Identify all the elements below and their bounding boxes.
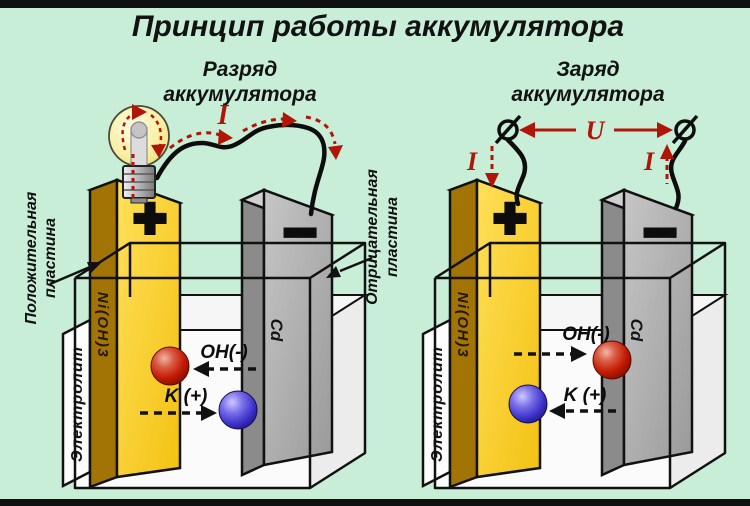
oh-ion-arrowhead bbox=[193, 361, 209, 377]
negative-plate-side bbox=[240, 188, 266, 477]
voltage-arrowhead-left bbox=[519, 122, 535, 138]
terminal-slash-right bbox=[671, 114, 699, 145]
positive-plate-front bbox=[115, 178, 182, 479]
positive-plate-callout: Положительная пластина bbox=[23, 191, 102, 324]
k-ion bbox=[218, 390, 258, 430]
discharge-subtitle-line1: Разряд bbox=[203, 58, 278, 81]
voltage-arrowhead-right bbox=[657, 122, 673, 138]
oh-ion-arrowhead bbox=[571, 346, 587, 362]
callout-arrow-line bbox=[49, 265, 91, 286]
terminal-circle-icon-right bbox=[674, 119, 696, 141]
charge-current-left: I bbox=[466, 146, 499, 188]
tank-wireframe bbox=[73, 241, 367, 490]
charge-diagram: Электролит − Cd + Ni(OH)3 bbox=[421, 178, 729, 490]
charge-k-ion-group: K (+) bbox=[508, 384, 616, 424]
minus-sign: − bbox=[283, 200, 317, 265]
callout-arrowhead bbox=[326, 266, 341, 278]
positive-plate-material-label: Ni(OH)3 bbox=[454, 292, 471, 358]
negative-plate: − Cd bbox=[598, 188, 696, 477]
oh-ion-label: OH(-) bbox=[200, 342, 247, 363]
current-arrowhead bbox=[151, 144, 166, 158]
current-dash-wire-2 bbox=[242, 117, 285, 133]
current-flow-arrows bbox=[121, 104, 343, 198]
current-arrowhead bbox=[282, 112, 297, 128]
negative-plate: − Cd bbox=[238, 188, 336, 477]
minus-sign: − bbox=[643, 200, 677, 265]
charge-current-label-right: I bbox=[643, 147, 655, 176]
positive-plate-callout-line2: пластина bbox=[42, 218, 59, 298]
oh-ion bbox=[592, 340, 632, 380]
negative-plate-material-label: Cd bbox=[267, 319, 286, 342]
current-arrowhead bbox=[218, 129, 233, 145]
bottom-frame-bar bbox=[0, 499, 750, 506]
light-bulb-icon bbox=[108, 105, 170, 204]
wire-right bbox=[668, 138, 688, 211]
k-ion-group: K (+) bbox=[140, 386, 258, 430]
charge-subtitle: Заряд аккумулятора bbox=[511, 58, 665, 106]
positive-plate: + Ni(OH)3 bbox=[446, 178, 544, 489]
voltage-label: U bbox=[586, 116, 606, 145]
k-ion bbox=[508, 384, 548, 424]
current-dash-wire-3 bbox=[305, 115, 337, 145]
discharge-subtitle-line2: аккумулятора bbox=[163, 83, 317, 106]
k-ion-label: K (+) bbox=[165, 386, 208, 407]
charge-subtitle-line2: аккумулятора bbox=[511, 83, 665, 106]
negative-plate-material-label: Cd bbox=[627, 319, 646, 342]
charge-current-label-left: I bbox=[466, 147, 478, 176]
negative-plate-callout: Отрицательная пластина bbox=[326, 169, 401, 305]
charge-subtitle-line1: Заряд bbox=[556, 58, 619, 81]
current-arrowhead bbox=[328, 145, 343, 160]
discharge-diagram: Электролит − Cd + Ni(OH)3 OH(-) bbox=[61, 100, 369, 490]
bulb-filament-mount bbox=[130, 121, 148, 139]
oh-ion-label: OH(-) bbox=[562, 324, 609, 345]
oh-ion bbox=[150, 346, 190, 386]
page-title: Принцип работы аккумулятора bbox=[132, 10, 624, 43]
tank-wireframe bbox=[433, 241, 727, 490]
top-frame-bar bbox=[0, 0, 750, 8]
charge-current-right: I bbox=[643, 144, 674, 184]
discharge-subtitle: Разряд аккумулятора bbox=[163, 58, 317, 106]
wire bbox=[154, 122, 327, 217]
charge-oh-ion-group: OH(-) bbox=[514, 324, 632, 380]
discharge-current-label: I bbox=[217, 100, 230, 131]
voltage-arrow: U bbox=[519, 116, 673, 145]
positive-plate-material-label: Ni(OH)3 bbox=[94, 292, 111, 358]
negative-plate-front bbox=[262, 188, 334, 467]
positive-plate: + Ni(OH)3 bbox=[86, 178, 184, 489]
current-dash-bulb-right bbox=[150, 114, 163, 147]
k-ion-arrowhead bbox=[549, 403, 565, 419]
positive-plate-callout-line1: Положительная bbox=[23, 191, 40, 324]
k-ion-label: K (+) bbox=[564, 385, 607, 406]
electrolyte-label: Электролит bbox=[429, 346, 446, 462]
terminal-circle-icon-left bbox=[497, 119, 519, 141]
current-arrowhead-up bbox=[660, 144, 674, 159]
plus-sign: + bbox=[494, 186, 527, 249]
wire-left bbox=[505, 137, 528, 207]
k-ion-arrowhead bbox=[201, 405, 217, 421]
negative-plate-callout-line2: пластина bbox=[384, 197, 401, 277]
current-arrowhead-down bbox=[485, 173, 499, 188]
negative-plate-callout-line1: Отрицательная bbox=[364, 169, 381, 305]
bulb-contact bbox=[130, 197, 148, 204]
current-arrowhead bbox=[132, 104, 147, 120]
oh-ion-group: OH(-) bbox=[150, 342, 256, 386]
electrolyte-label: Электролит bbox=[69, 346, 86, 462]
callout-arrowhead bbox=[87, 262, 102, 273]
callout-arrow-line bbox=[339, 256, 373, 273]
terminal-slash-left bbox=[494, 114, 522, 145]
charge-apparatus: U I I bbox=[466, 114, 699, 211]
